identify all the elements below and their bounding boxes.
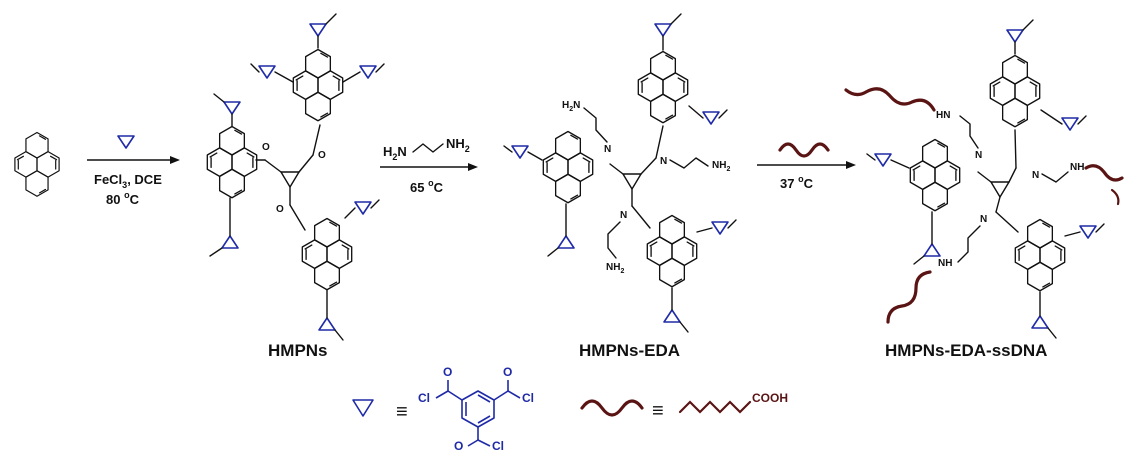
- legend-linker: ≡ O O Cl Cl O Cl: [352, 365, 534, 450]
- svg-text:Cl: Cl: [492, 439, 504, 450]
- carbonyl-oxygen: O: [276, 204, 284, 215]
- svg-text:O: O: [443, 365, 452, 379]
- ssdna-icon: [580, 399, 644, 417]
- svg-text:NH2: NH2: [606, 262, 624, 275]
- svg-text:N: N: [660, 156, 667, 167]
- hmpns-eda-ssdna-structure: N HN N NH N NH: [844, 19, 1124, 339]
- step1-reagent: FeCl3, DCE: [94, 172, 162, 190]
- svg-text:NH: NH: [938, 258, 952, 269]
- triangle-icon: [352, 399, 374, 417]
- svg-text:Cl: Cl: [418, 391, 430, 405]
- svg-text:N: N: [980, 214, 987, 225]
- svg-text:≡: ≡: [652, 400, 664, 422]
- svg-text:NH2: NH2: [712, 160, 730, 173]
- carboxyl-label: COOH: [752, 391, 788, 405]
- svg-text:Cl: Cl: [522, 391, 534, 405]
- label-hmpns-eda: HMPNs-EDA: [579, 341, 680, 360]
- step2-temperature: 65 oC: [410, 178, 444, 195]
- ssdna-strand: [886, 270, 932, 324]
- svg-text:NH: NH: [1070, 162, 1084, 173]
- carbonyl-oxygen: O: [262, 142, 270, 153]
- step3-temperature: 37 oC: [780, 174, 814, 191]
- svg-text:H2N: H2N: [383, 144, 407, 162]
- svg-text:O: O: [454, 439, 463, 450]
- legend-ssdna: ≡ COOH: [580, 391, 788, 422]
- arrow-step-3: [757, 142, 856, 169]
- svg-text:O: O: [503, 365, 512, 379]
- svg-text:N: N: [1032, 170, 1039, 181]
- svg-text:N: N: [975, 150, 982, 161]
- svg-text:H2N: H2N: [562, 100, 580, 113]
- ethylenediamine-reagent: H2N NH2: [383, 136, 470, 162]
- arrow-step-1: [87, 135, 180, 164]
- linker-icon: [117, 135, 135, 149]
- ssdna-strand: [844, 87, 936, 112]
- label-hmpns-eda-ssdna: HMPNs-EDA-ssDNA: [885, 341, 1047, 360]
- svg-text:N: N: [604, 144, 611, 155]
- svg-text:N: N: [620, 210, 627, 221]
- svg-text:≡: ≡: [396, 401, 408, 423]
- hmpns-structure: O O O: [206, 13, 385, 341]
- ssdna-icon: [778, 142, 830, 158]
- arrow-step-2: [380, 163, 478, 171]
- svg-text:NH2: NH2: [446, 136, 470, 154]
- ssdna-strand: [1110, 188, 1120, 206]
- ssdna-strand: [1084, 164, 1124, 182]
- label-hmpns: HMPNs: [268, 341, 328, 360]
- hmpns-eda-structure: N H2N N NH2 N NH2: [503, 13, 737, 333]
- step1-temperature: 80 oC: [106, 190, 140, 207]
- svg-text:HN: HN: [936, 110, 950, 121]
- pyrene-start: [14, 131, 60, 197]
- carbonyl-oxygen: O: [318, 150, 326, 161]
